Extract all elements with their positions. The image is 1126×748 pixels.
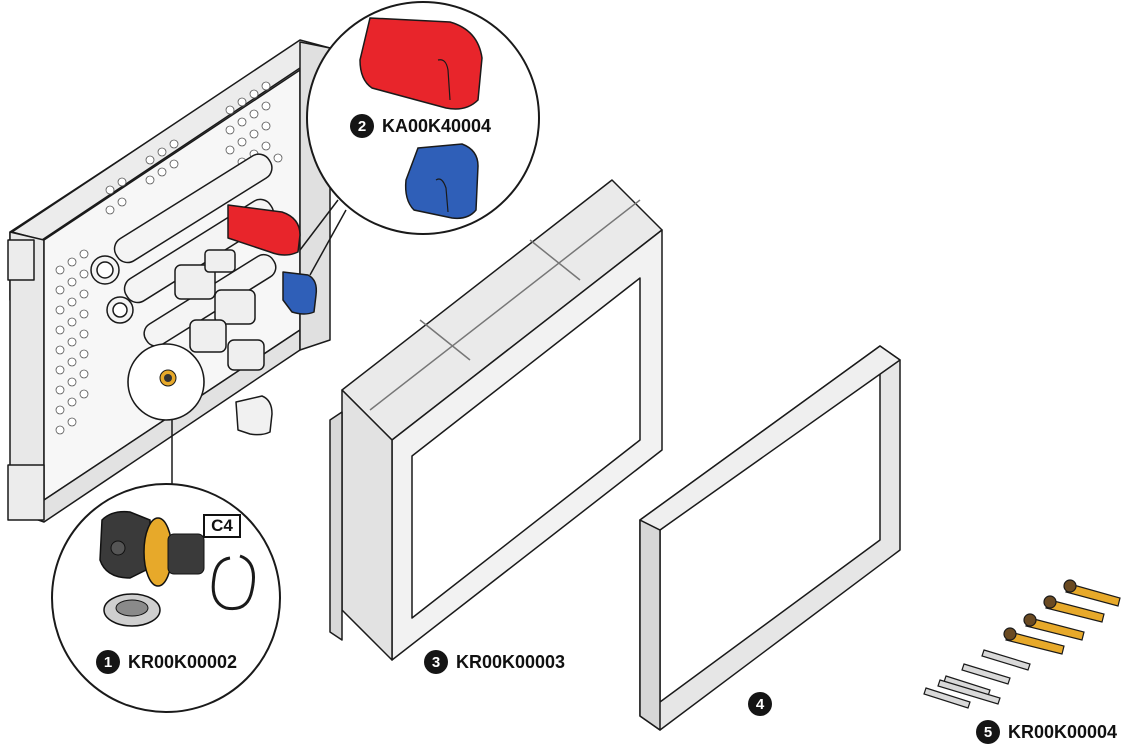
part-label-2: 2 KA00K40004 xyxy=(350,114,491,138)
part-code-3: KR00K00003 xyxy=(456,651,566,672)
part-number-badge-4: 4 xyxy=(748,692,772,716)
trim-frame xyxy=(639,345,901,731)
mounting-frame xyxy=(329,179,663,661)
part-code-1: KR00K00002 xyxy=(128,651,238,672)
perforated-grid xyxy=(55,81,283,435)
part-code-2: KA00K40004 xyxy=(382,115,492,136)
part-number-badge-1: 1 xyxy=(96,650,120,674)
callout-tag-c4: C4 xyxy=(203,514,241,538)
pins-and-screws xyxy=(923,579,1121,709)
part-number-badge-3: 3 xyxy=(424,650,448,674)
valve-bodies xyxy=(174,249,265,371)
part-label-5: 5 KR00K00004 xyxy=(976,720,1117,744)
part-label-1: 1 KR00K00002 xyxy=(96,650,237,674)
callout-circle-knobs xyxy=(299,1,540,276)
part-label-4: 4 xyxy=(748,692,772,716)
part-number-badge-5: 5 xyxy=(976,720,1000,744)
brass-pins xyxy=(1003,579,1121,655)
screws xyxy=(923,649,1031,709)
part-code-5: KR00K00004 xyxy=(1008,721,1118,742)
manifold-box xyxy=(7,39,331,523)
part-number-badge-2: 2 xyxy=(350,114,374,138)
part-label-3: 3 KR00K00003 xyxy=(424,650,565,674)
